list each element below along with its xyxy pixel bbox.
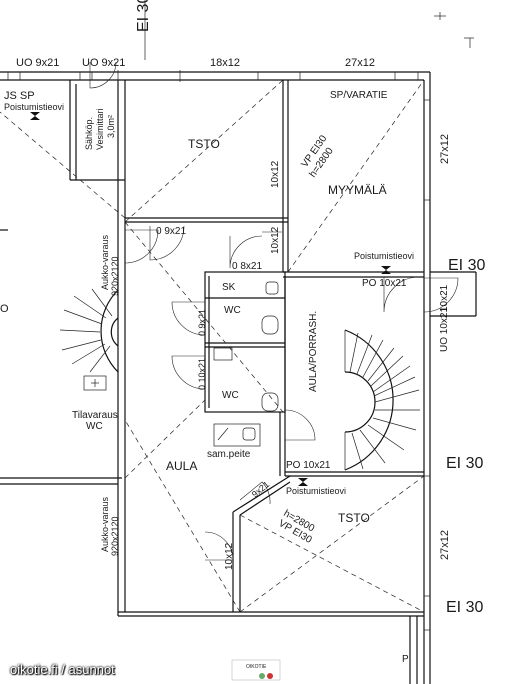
label-door-0-8x21: 0 8x21 <box>232 261 262 272</box>
label-sk: SK <box>222 282 236 293</box>
label-wc-upper: WC <box>224 305 241 316</box>
label-10x12-lower: 10x12 <box>224 542 235 570</box>
label-door-10x21-wc: 0 10x21 <box>197 358 207 390</box>
oikotie-logo: OIKOTIE <box>231 659 281 681</box>
label-right-p: P <box>402 654 409 665</box>
label-sahkop-2: Vesimittari <box>95 108 105 150</box>
label-ei30-top: EI 30 <box>135 0 152 32</box>
window-marks-right <box>424 99 430 631</box>
outer-walls <box>0 71 431 684</box>
label-27x12-top: 27x12 <box>345 57 375 69</box>
label-18x12: 18x12 <box>210 57 240 69</box>
label-door-9x21-wc: 0 9x21 <box>197 309 207 336</box>
label-uo9x21-b: UO 9x21 <box>82 57 125 69</box>
spiral-stair-right <box>344 329 420 471</box>
label-10x12-upper: 10x12 <box>270 160 281 188</box>
label-door-0-9x21: 0 9x21 <box>156 226 186 237</box>
label-aukko-varaus-upper: Aukko-varaus <box>100 234 110 290</box>
label-10x12-mid: 10x12 <box>270 226 281 254</box>
label-aula: AULA <box>166 459 197 473</box>
label-sahkop-3: 3,0m² <box>106 115 116 138</box>
grid-lines <box>144 0 474 60</box>
spiral-stair-left <box>59 288 119 373</box>
dashed-diagonals <box>0 79 425 613</box>
label-sahkop-1: Sähköp. <box>84 117 94 150</box>
label-po-10x21-lower: PO 10x21 <box>286 460 331 471</box>
label-tilavaraus-wc: WC <box>86 421 103 432</box>
label-js-sp: JS SP <box>4 90 35 102</box>
label-ei30-right-mid: EI 30 <box>446 455 483 472</box>
label-poistumistieovi-low: Poistumistieovi <box>286 486 346 496</box>
label-27x12-lower: 27x12 <box>439 530 451 560</box>
logo-text: OIKOTIE <box>246 664 267 670</box>
door-swings <box>89 61 459 561</box>
label-920-lower: 920x2120 <box>110 516 120 556</box>
label-uo-10x21: UO 10x21 <box>439 307 450 352</box>
labels: EI 30 UO 9x21 UO 9x21 18x12 27x12 SP/VAR… <box>0 0 485 665</box>
label-aukko-varaus-lower: Aukko-varaus <box>100 496 110 552</box>
label-aula-porrash: AULA/PORRASH. <box>308 311 319 392</box>
label-tilavaraus: Tilavaraus <box>72 410 118 421</box>
label-ei30-right-upper: EI 30 <box>448 257 485 274</box>
right-exterior-door <box>430 271 477 317</box>
label-920-upper: 920x2120 <box>110 256 120 296</box>
label-uo9x21-a: UO 9x21 <box>16 57 59 69</box>
label-tsto-lower: TSTO <box>338 511 370 525</box>
label-poistumistieovi-mid: Poistumistieovi <box>354 251 414 261</box>
interior-walls <box>0 80 424 612</box>
window-marks-top <box>7 70 419 82</box>
label-tsto-upper: TSTO <box>188 137 220 151</box>
label-left-o: O <box>0 303 9 315</box>
label-10x21-right: 10x21 <box>439 284 450 312</box>
watermark-text: oikotie.fi / asunnot <box>10 662 115 677</box>
label-myymala: MYYMÄLÄ <box>328 183 387 197</box>
label-sam-peite: sam.peite <box>207 449 251 460</box>
toilet-fixtures <box>83 281 279 447</box>
label-poistumistieovi-left: Poistumistieovi <box>4 102 64 112</box>
label-ei30-right-low: EI 30 <box>446 599 483 616</box>
exit-door-symbols <box>30 112 391 486</box>
label-27x12-upper: 27x12 <box>439 134 451 164</box>
label-po-10x21-upper: PO 10x21 <box>362 278 407 289</box>
label-sp-varatie: SP/VARATIE <box>330 90 388 101</box>
label-wc-lower: WC <box>222 390 239 401</box>
